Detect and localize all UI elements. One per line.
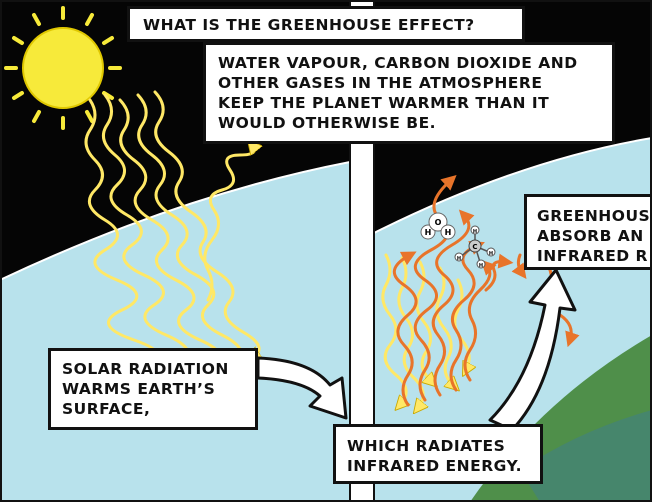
atom-h: H	[473, 229, 477, 235]
greenhouse-line: ABSORB AN	[537, 227, 644, 245]
intro-line: WOULD OTHERWISE BE.	[218, 114, 437, 132]
curved-arrow-icon	[256, 356, 348, 420]
water-molecule-icon: H O H	[420, 212, 456, 240]
atom-o: O	[435, 218, 442, 227]
radiates-caption: WHICH RADIATES INFRARED ENERGY.	[333, 424, 543, 484]
intro-line: KEEP THE PLANET WARMER THAN IT	[218, 94, 550, 112]
title-caption: WHAT IS THE GREENHOUSE EFFECT?	[127, 6, 525, 42]
atom-c: C	[472, 243, 477, 251]
title-text: WHAT IS THE GREENHOUSE EFFECT?	[143, 16, 475, 34]
atom-h: H	[489, 251, 493, 257]
atom-h: H	[457, 256, 461, 262]
radiates-line: INFRARED ENERGY.	[347, 457, 523, 475]
sun-icon	[4, 6, 122, 130]
radiates-line: WHICH RADIATES	[347, 437, 506, 455]
intro-line: OTHER GASES IN THE ATMOSPHERE	[218, 74, 543, 92]
greenhouse-line: GREENHOUS	[537, 207, 651, 225]
greenhouse-caption: GREENHOUS ABSORB AN INFRARED R	[524, 194, 652, 270]
atom-h: H	[445, 228, 452, 237]
solar-rays	[84, 90, 259, 370]
upward-arrow-icon	[488, 268, 577, 432]
methane-molecule-icon: C H H H H	[454, 225, 496, 269]
right-edge-border	[650, 0, 652, 502]
greenhouse-line: INFRARED R	[537, 247, 648, 265]
atom-h: H	[425, 228, 432, 237]
atom-h: H	[479, 263, 483, 269]
solar-line: SURFACE,	[62, 400, 151, 418]
solar-line: SOLAR RADIATION	[62, 360, 229, 378]
solar-caption: SOLAR RADIATION WARMS EARTH’S SURFACE,	[48, 348, 258, 430]
solar-line: WARMS EARTH’S	[62, 380, 216, 398]
intro-caption: WATER VAPOUR, CARBON DIOXIDE AND OTHER G…	[203, 42, 615, 144]
intro-line: WATER VAPOUR, CARBON DIOXIDE AND	[218, 54, 578, 72]
